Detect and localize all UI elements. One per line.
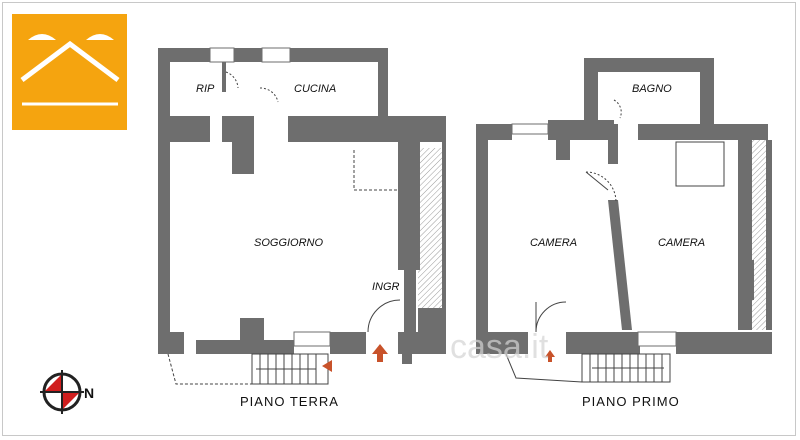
room-label-camera-right: CAMERA <box>658 237 705 249</box>
room-label-soggiorno: SOGGIORNO <box>254 237 324 249</box>
room-label-bagno: BAGNO <box>632 83 672 95</box>
room-label-rip: RIP <box>196 83 215 95</box>
room-label-cucina: CUCINA <box>294 83 336 95</box>
ground-floor-plan <box>158 47 446 385</box>
plan-title-ground-floor: PIANO TERRA <box>240 394 339 409</box>
stairs <box>251 353 329 385</box>
entrance-arrow-icon <box>545 350 555 362</box>
stairs <box>581 353 671 383</box>
plan-title-first-floor: PIANO PRIMO <box>582 394 680 409</box>
wall <box>158 48 170 354</box>
hatched-wall-area <box>418 148 442 308</box>
wall <box>378 48 388 118</box>
room-label-camera-left: CAMERA <box>530 237 577 249</box>
first-floor-plan <box>476 58 772 383</box>
house-roof-logo <box>12 14 127 130</box>
watermark-text: casa.it <box>450 328 549 366</box>
room-label-ingr: INGR <box>372 281 400 293</box>
compass-north-label: N <box>84 385 94 401</box>
image-frame <box>2 2 796 436</box>
north-compass-icon <box>40 370 84 414</box>
entrance-arrow-icon <box>372 344 388 362</box>
entry-arrow-icon <box>322 360 332 372</box>
